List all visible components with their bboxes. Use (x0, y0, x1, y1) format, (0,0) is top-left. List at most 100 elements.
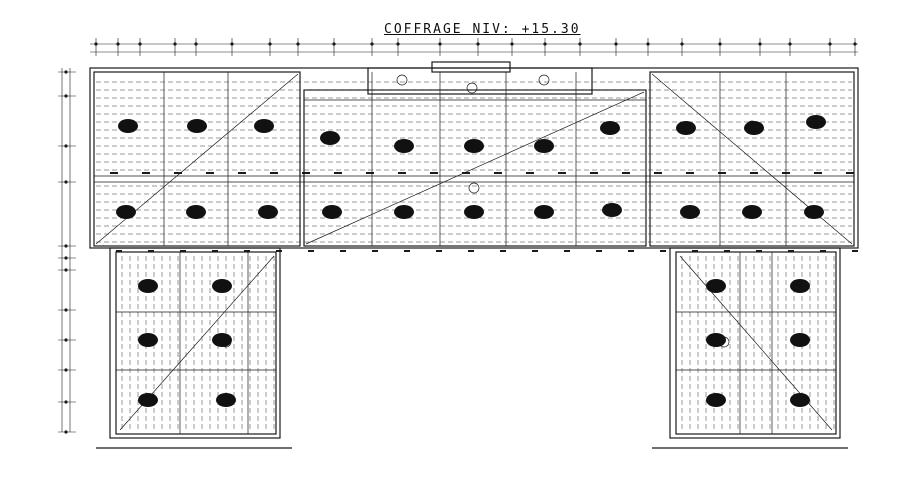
beam-label-mark (660, 250, 666, 252)
hatched-mark (394, 139, 414, 153)
beam-label-mark (276, 250, 282, 252)
beam-label-mark (148, 250, 154, 252)
beam-label-mark (846, 172, 854, 174)
slab-outlines (89, 61, 859, 449)
hatched-mark (138, 333, 158, 347)
left-dim-node (64, 430, 68, 434)
top-dim-node (614, 42, 618, 46)
beam-label-mark (142, 172, 150, 174)
beam-label-mark (302, 172, 310, 174)
top-dim-node (788, 42, 792, 46)
hatched-mark (212, 333, 232, 347)
slab-joist-lines (96, 81, 852, 430)
beam-label-mark (308, 250, 314, 252)
hatched-mark (138, 279, 158, 293)
beam-label-mark (430, 172, 438, 174)
opening-hatches (116, 115, 826, 407)
top-dim-node (332, 42, 336, 46)
top-dim-node (853, 42, 857, 46)
left-dim-node (64, 368, 68, 372)
beam-label-mark (628, 250, 634, 252)
top-dim-node (438, 42, 442, 46)
top-dim-node (828, 42, 832, 46)
hatched-mark (212, 279, 232, 293)
top-dim-node (296, 42, 300, 46)
top-dim-node (94, 42, 98, 46)
right-wing-outline (669, 247, 841, 439)
top-dim-node (758, 42, 762, 46)
beam-label-mark (686, 172, 694, 174)
hatched-mark (706, 393, 726, 407)
left-wing-inner (115, 251, 277, 435)
beam-label-mark (212, 250, 218, 252)
beam-label-mark (174, 172, 182, 174)
right-wing-diagonal (679, 255, 833, 431)
left-dim-node (64, 94, 68, 98)
left-dim-node (64, 256, 68, 260)
column-marker (538, 74, 550, 86)
hatched-mark (680, 205, 700, 219)
top-dim-node (476, 42, 480, 46)
hatched-mark (790, 333, 810, 347)
beam-label-mark (110, 172, 118, 174)
beam-label-mark (590, 172, 598, 174)
beam-label-mark (366, 172, 374, 174)
hatched-mark (804, 205, 824, 219)
column-marker (396, 74, 408, 86)
top-dim-node (680, 42, 684, 46)
hatched-mark (706, 333, 726, 347)
beam-label-mark (462, 172, 470, 174)
top-dim-node (510, 42, 514, 46)
beam-label-mark (756, 250, 762, 252)
beam-label-mark (180, 250, 186, 252)
column-marker (468, 182, 480, 194)
beam-label-mark (404, 250, 410, 252)
beam-label-mark (500, 250, 506, 252)
top-dim-node (543, 42, 547, 46)
hatched-mark (464, 205, 484, 219)
left-dim-node (64, 244, 68, 248)
top-dim-node (578, 42, 582, 46)
top-dim-node (718, 42, 722, 46)
hatched-mark (464, 139, 484, 153)
hatched-mark (320, 131, 340, 145)
hatched-mark (534, 205, 554, 219)
beam-label-mark (244, 250, 250, 252)
hatched-mark (394, 205, 414, 219)
left-dim-node (64, 268, 68, 272)
left-dim-node (64, 400, 68, 404)
hatched-mark (706, 279, 726, 293)
beam-label-mark (558, 172, 566, 174)
roof-hatch (431, 61, 511, 73)
hatched-mark (534, 139, 554, 153)
hatched-mark (790, 393, 810, 407)
hatched-mark (602, 203, 622, 217)
hatched-mark (322, 205, 342, 219)
beam-label-mark (238, 172, 246, 174)
beam-label-mark (526, 172, 534, 174)
beam-label-mark (750, 172, 758, 174)
hatched-mark (254, 119, 274, 133)
beam-label-mark (398, 172, 406, 174)
hatched-mark (186, 205, 206, 219)
beam-label-mark (372, 250, 378, 252)
hatched-mark (742, 205, 762, 219)
beam-label-mark (564, 250, 570, 252)
top-dim-node (646, 42, 650, 46)
beam-label-mark (814, 172, 822, 174)
beam-label-mark (494, 172, 502, 174)
beam-label-mark (852, 250, 858, 252)
hatched-mark (116, 205, 136, 219)
beam-label-mark (206, 172, 214, 174)
column-marker (466, 82, 478, 94)
top-dim-node (194, 42, 198, 46)
dimension-ticks (64, 42, 858, 434)
beam-label-mark (116, 250, 122, 252)
dimension-lines (58, 38, 858, 433)
hatched-mark (258, 205, 278, 219)
beam-label-mark (334, 172, 342, 174)
roof-top-stair-block (367, 67, 593, 95)
left-dim-node (64, 70, 68, 74)
left-dim-node (64, 180, 68, 184)
